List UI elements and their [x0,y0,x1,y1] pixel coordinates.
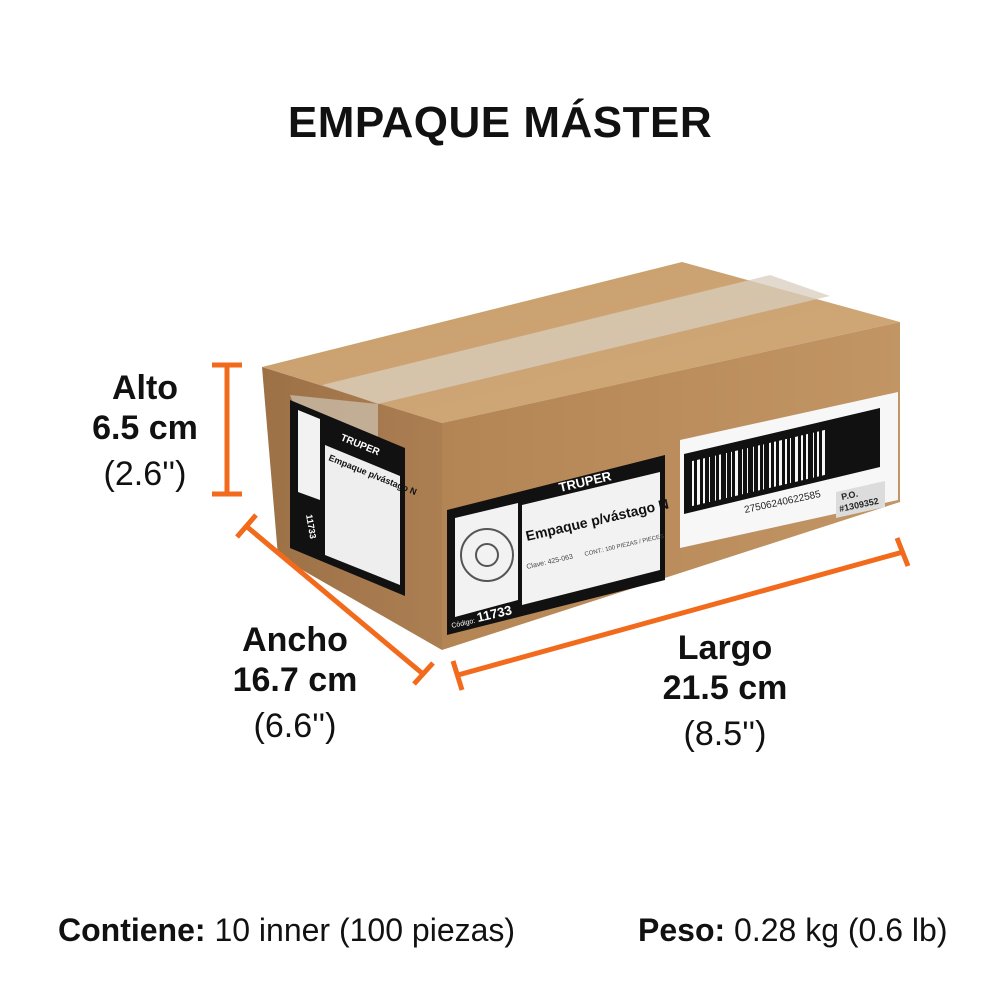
front-label: TRUPER Empaque p/vástago N Clave: 425-06… [447,455,670,635]
barcode-label: 27506240622585 P.O. #1309352 [680,392,898,548]
barcode-bar [813,432,814,478]
ancho-label: Ancho [242,621,348,659]
weight-info: Peso: 0.28 kg (0.6 lb) [638,912,947,949]
barcode-bar [769,442,771,489]
contents-info: Contiene: 10 inner (100 piezas) [58,912,515,949]
barcode-bar [742,449,743,495]
barcode-bar [817,431,819,477]
barcode-bar [731,451,732,497]
barcode-bar [790,437,791,484]
largo-metric: 21.5 cm [662,669,788,707]
weight-label: Peso: [638,912,726,948]
ancho-line [244,524,425,676]
barcode-bar [709,456,710,503]
barcode-bar [774,441,776,487]
po-label: P.O. [840,489,859,502]
ancho-metric: 16.7 cm [232,661,358,699]
barcode-bar [806,433,808,480]
barcode-bar [703,458,705,504]
alto-label: Alto [111,369,179,407]
alto-dimension: Alto 6.5 cm (2.6'') [80,368,210,494]
dimension-lines [212,362,911,691]
weight-value: 0.28 kg (0.6 lb) [734,912,948,948]
alto-metric: 6.5 cm [92,409,198,447]
barcode-bar [822,429,825,476]
contents-label: Contiene: [58,912,206,948]
barcode-bar [697,459,700,505]
alto-imperial: (2.6'') [103,455,187,493]
largo-label: Largo [677,629,773,667]
barcode-bar [758,445,760,491]
washer-icon [460,528,514,582]
ancho-dimension: Ancho 16.7 cm (6.6'') [220,620,370,746]
barcode-bar [715,455,716,501]
barcode-bar [753,446,754,492]
barcode-bar [735,450,738,497]
barcode-bar [795,436,798,482]
side-label: TRUPER Empaque p/vástago N 11733 [290,400,418,596]
barcode-bar [747,447,748,494]
contents-value: 10 inner (100 piezas) [214,912,516,948]
barcode-bar [779,440,782,486]
largo-dimension: Largo 21.5 cm (8.5'') [650,628,800,754]
largo-imperial: (8.5'') [683,715,767,753]
page-title: EMPAQUE MÁSTER [287,98,713,147]
barcode-bar [719,454,721,500]
barcode-bar [763,444,764,490]
barcode-bar [692,460,694,507]
barcode-bar [726,452,727,499]
packing-tape [322,275,830,404]
barcode-bar [801,435,803,481]
barcode-bar [785,438,787,485]
side-label-codigo: 11733 [304,514,318,540]
largo-line [457,549,904,678]
ancho-imperial: (6.6'') [253,707,337,745]
